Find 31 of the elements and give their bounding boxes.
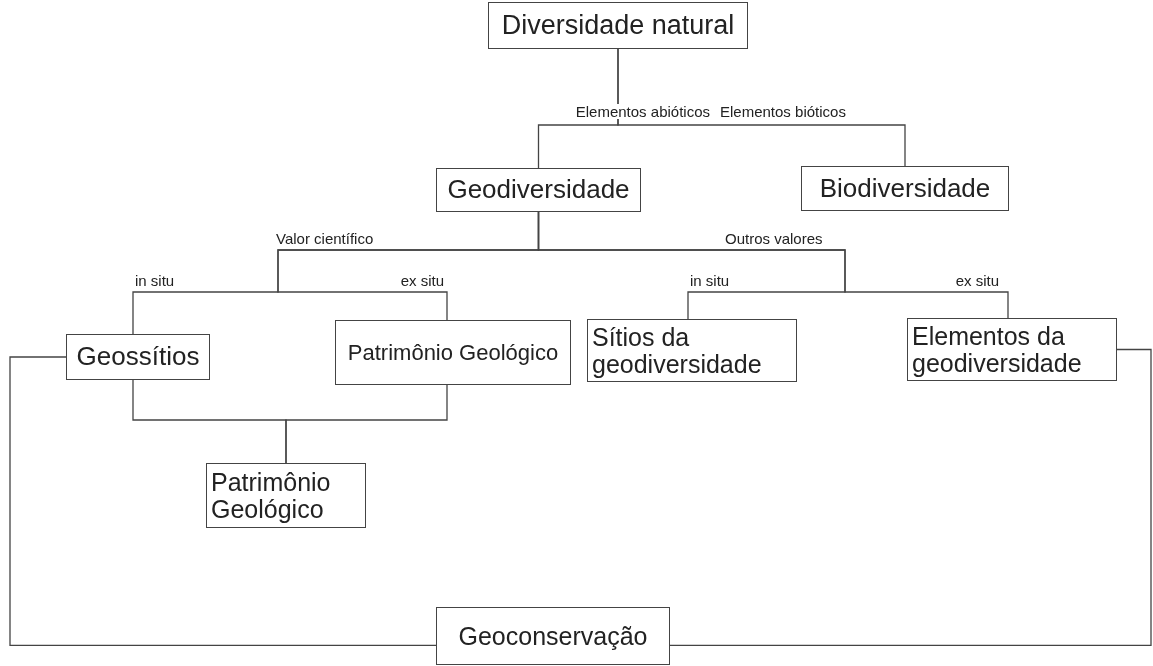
concept-box xyxy=(488,2,748,49)
edge-label: ex situ xyxy=(953,273,1001,288)
concept-box xyxy=(907,318,1117,381)
node-text: Biodiversidade xyxy=(819,174,991,203)
connector-line xyxy=(9,356,437,646)
node-text: Geoconservação xyxy=(458,622,648,650)
connector-line xyxy=(537,211,1009,319)
concept-box xyxy=(66,334,210,380)
branch-label: Valor científico xyxy=(274,231,376,246)
connector-line xyxy=(285,384,448,464)
edge-label: in situ xyxy=(688,273,732,288)
node-text: Patrimônio Geológico xyxy=(211,469,332,522)
concept-box xyxy=(206,463,366,528)
node-text: Sítios da geodiversidade xyxy=(592,324,763,377)
connector-line xyxy=(669,348,1152,646)
concept-box xyxy=(436,607,670,665)
node-text: Patrimônio Geológico xyxy=(347,340,559,365)
concept-box xyxy=(436,168,641,212)
node-text: Geodiversidade xyxy=(447,176,630,204)
branch-label: Outros valores xyxy=(723,231,825,246)
node-text: Geossítios xyxy=(76,343,200,371)
concept-box xyxy=(335,320,571,385)
concept-box xyxy=(587,319,797,382)
edge-label: Elementos bióticos xyxy=(718,104,848,119)
node-text: Diversidade natural xyxy=(501,11,735,40)
connector-line xyxy=(617,48,906,167)
edge-label: in situ xyxy=(133,273,177,288)
node-text: Elementos da geodiversidade xyxy=(912,323,1083,376)
concept-box xyxy=(801,166,1009,211)
edge-label: Elementos abióticos xyxy=(573,104,712,119)
edge-label: ex situ xyxy=(398,273,446,288)
